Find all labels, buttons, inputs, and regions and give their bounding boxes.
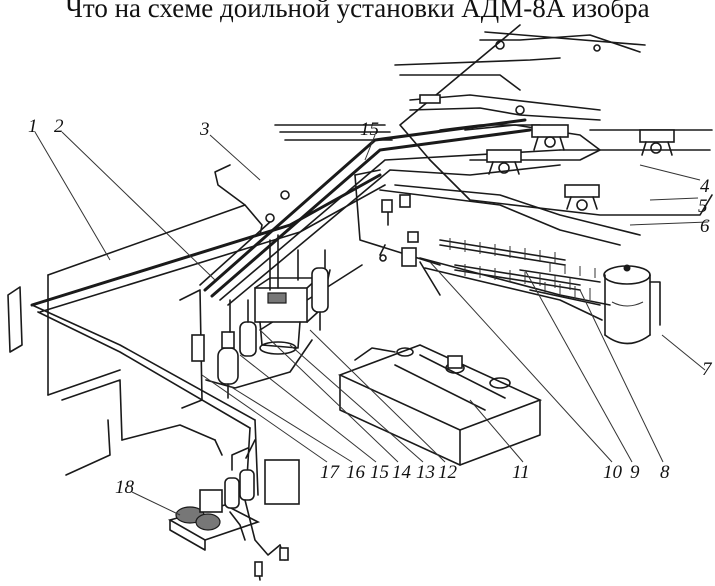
label-5: 5 [698,196,708,217]
part-labels: 1 2 3 15 4 5 6 7 8 9 10 11 12 13 14 15 1… [28,116,713,498]
diagram-caption: Что на схеме доильной установки АДМ-8А и… [65,0,650,23]
collector-manifolds [439,238,601,306]
label-7: 7 [702,359,713,380]
label-8: 8 [660,462,670,483]
label-6: 6 [700,216,710,237]
leader-lines [34,131,709,516]
ceiling-pipes [379,24,713,246]
label-15: 15 [370,462,389,483]
label-15-top: 15 [360,119,379,140]
label-9: 9 [630,462,640,483]
label-10: 10 [603,462,623,483]
vacuum-regulators [191,190,331,399]
label-12: 12 [438,462,458,483]
milking-units [419,40,675,211]
milk-tank [603,264,661,345]
milking-unit [531,124,569,151]
milking-unit [419,40,601,115]
label-13: 13 [416,462,435,483]
milking-unit [564,184,600,211]
water-tank [337,344,543,466]
vacuum-pump-unit [167,439,300,581]
label-2: 2 [54,116,64,137]
label-16: 16 [346,462,366,483]
label-18: 18 [115,477,135,498]
room-walls [7,164,263,476]
label-14: 14 [392,462,412,483]
label-4: 4 [700,176,710,197]
main-milk-line [30,173,386,496]
milk-releaser-group [381,194,611,321]
label-1: 1 [28,116,38,137]
milking-unit [486,149,522,175]
label-3: 3 [199,119,210,140]
vacuum-pipe-bundle [199,118,561,306]
label-17: 17 [320,462,341,483]
label-11: 11 [512,462,530,483]
milking-unit [639,129,675,156]
